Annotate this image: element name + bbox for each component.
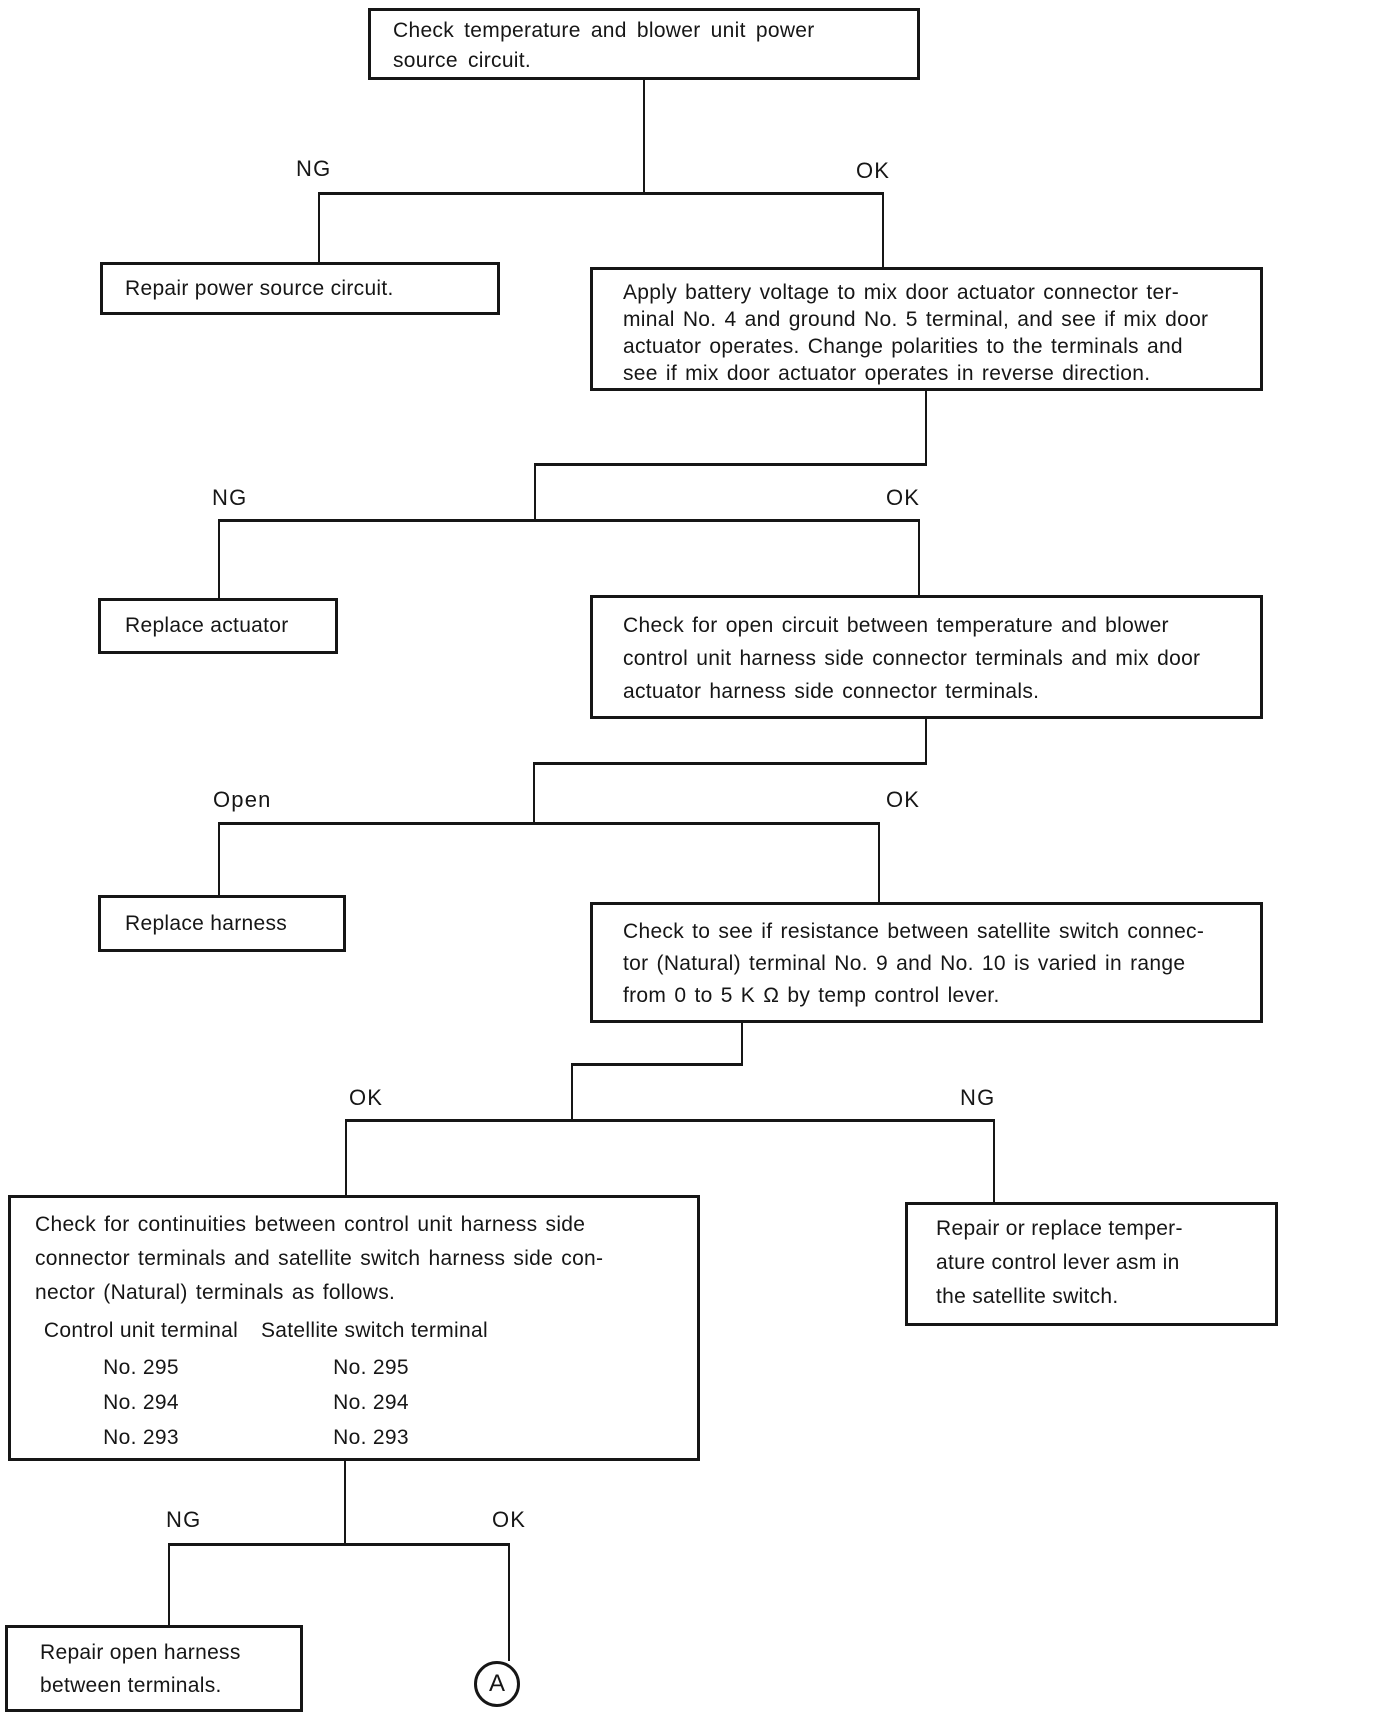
node-check-power-source: Check temperature and blower unit power … <box>368 8 920 80</box>
branch-label-ok: OK <box>886 485 921 510</box>
connector-split2-ng-drop <box>218 519 220 598</box>
connector-split5-ok-drop <box>508 1543 510 1661</box>
connector-split3-h <box>218 822 880 825</box>
connector-split5-stem <box>344 1461 346 1543</box>
node-check-continuities: Check for continuities between control u… <box>8 1195 700 1461</box>
branch-label-ok: OK <box>856 158 891 183</box>
table-cell: No. 294 <box>103 1391 179 1414</box>
terminal-table: Control unit terminal No. 295 No. 294 No… <box>11 1316 697 1452</box>
connector-split4-ok-drop <box>345 1119 347 1195</box>
branch-label-ok: OK <box>492 1507 527 1532</box>
branch-label-ng: NG <box>960 1085 996 1110</box>
connector-split3-ok-drop <box>878 822 880 902</box>
node-repair-open-harness: Repair open harness between terminals. <box>5 1625 303 1712</box>
connector-split4-stem2 <box>571 1063 573 1119</box>
branch-label-ok: OK <box>349 1085 384 1110</box>
node-text: Check for continuities between control u… <box>35 1213 604 1304</box>
connector-split1-ng-drop <box>318 192 320 262</box>
branch-label-ng: NG <box>296 156 332 181</box>
connector-split2-jog <box>534 463 927 466</box>
branch-label-ng: NG <box>212 485 248 510</box>
table-cell: No. 295 <box>103 1356 179 1379</box>
table-cell: No. 294 <box>333 1391 409 1414</box>
connector-split3-stem2 <box>533 762 535 822</box>
node-apply-battery-voltage: Apply battery voltage to mix door actuat… <box>590 267 1263 391</box>
table-cell: No. 293 <box>103 1426 179 1449</box>
connector-split2-stem2 <box>534 463 536 519</box>
connector-split5-ng-drop <box>168 1543 170 1625</box>
connector-split4-jog <box>571 1063 743 1066</box>
column-header: Control unit terminal <box>43 1319 239 1342</box>
table-cell: No. 293 <box>333 1426 409 1449</box>
connector-split5-h <box>168 1543 510 1546</box>
column-header: Satellite switch terminal <box>261 1319 488 1342</box>
connector-split4-ng-drop <box>993 1119 995 1202</box>
node-repair-power-source: Repair power source circuit. <box>100 262 500 315</box>
node-text: Replace actuator <box>125 614 289 637</box>
node-replace-harness: Replace harness <box>98 895 346 952</box>
connector-split4-stem <box>741 1023 743 1063</box>
connector-split2-h <box>218 519 920 522</box>
connector-split1-ok-drop <box>882 192 884 267</box>
connector-split1-h <box>318 192 884 195</box>
branch-label-ng: NG <box>166 1507 202 1532</box>
terminal-table-column-satellite-switch: Satellite switch terminal No. 295 No. 29… <box>261 1316 488 1455</box>
connector-start-drop <box>643 80 645 192</box>
node-text: Replace harness <box>125 911 288 935</box>
node-text: Repair power source circuit. <box>125 276 394 300</box>
connector-split4-h <box>345 1119 995 1122</box>
connector-split3-open-drop <box>218 822 220 895</box>
connector-split3-jog <box>533 762 927 765</box>
terminal-table-column-control-unit: Control unit terminal No. 295 No. 294 No… <box>21 1316 261 1455</box>
connector-split2-ok-drop <box>918 519 920 595</box>
branch-label-ok: OK <box>886 787 921 812</box>
connector-split2-stem <box>925 391 927 463</box>
node-repair-temp-control-lever: Repair or replace temper- ature control … <box>905 1202 1278 1326</box>
node-check-open-circuit: Check for open circuit between temperatu… <box>590 595 1263 719</box>
node-replace-actuator: Replace actuator <box>98 598 338 654</box>
node-check-resistance: Check to see if resistance between satel… <box>590 902 1263 1023</box>
branch-label-open: Open <box>213 787 272 812</box>
connector-split3-stem <box>925 719 927 762</box>
table-cell: No. 295 <box>333 1356 409 1379</box>
connector-a-symbol: A <box>474 1661 520 1707</box>
